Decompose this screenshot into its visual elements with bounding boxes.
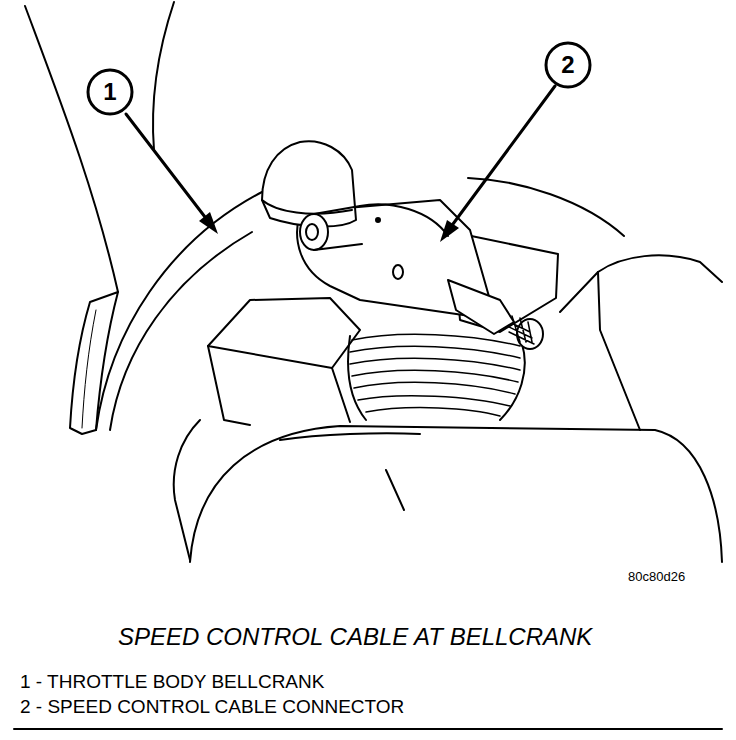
bellcrank-face	[174, 420, 200, 560]
bellcrank-lever	[70, 292, 118, 434]
callout-number: 1	[86, 68, 134, 116]
figure-caption: SPEED CONTROL CABLE AT BELLCRANK	[118, 624, 592, 650]
pivot-pin-hole	[306, 224, 318, 240]
legend-item: 2 - SPEED CONTROL CABLE CONNECTOR	[20, 697, 404, 718]
legend-item: 1 - THROTTLE BODY BELLCRANK	[20, 672, 324, 693]
arrowhead	[199, 212, 218, 234]
spring-coils	[350, 334, 520, 416]
throttle-body-edge	[280, 433, 420, 440]
bellcrank-outer-arc-right	[468, 178, 624, 236]
throttle-body	[190, 426, 722, 562]
rule-line	[14, 728, 722, 730]
mount-block	[208, 298, 360, 368]
throttle-body-line	[386, 470, 404, 510]
connector-hole	[393, 265, 403, 279]
pivot-pin-shaft	[314, 206, 362, 250]
callout-circle: 1	[86, 68, 134, 116]
housing	[560, 255, 722, 312]
bellcrank-arm-inner	[153, 2, 174, 150]
mount-block-side	[208, 346, 350, 425]
bellcrank-arm	[25, 6, 118, 292]
arrowhead	[440, 220, 459, 242]
connector-dot	[376, 218, 380, 222]
pivot-pin	[300, 214, 328, 250]
housing-edge	[598, 272, 640, 430]
spring-outline	[348, 336, 525, 420]
leader-line	[126, 114, 205, 217]
connector-tip	[448, 280, 514, 334]
figure-code: 80c80d26	[628, 570, 685, 584]
bellcrank-lever-shade	[82, 310, 96, 428]
callout-number: 2	[544, 41, 592, 89]
bellcrank-outer-arc	[96, 192, 262, 430]
connector-boss-edge	[262, 200, 352, 214]
connector-boss	[262, 141, 356, 226]
connector-edge	[360, 204, 448, 236]
callout-circle: 2	[544, 41, 592, 89]
leader-line	[453, 86, 555, 224]
